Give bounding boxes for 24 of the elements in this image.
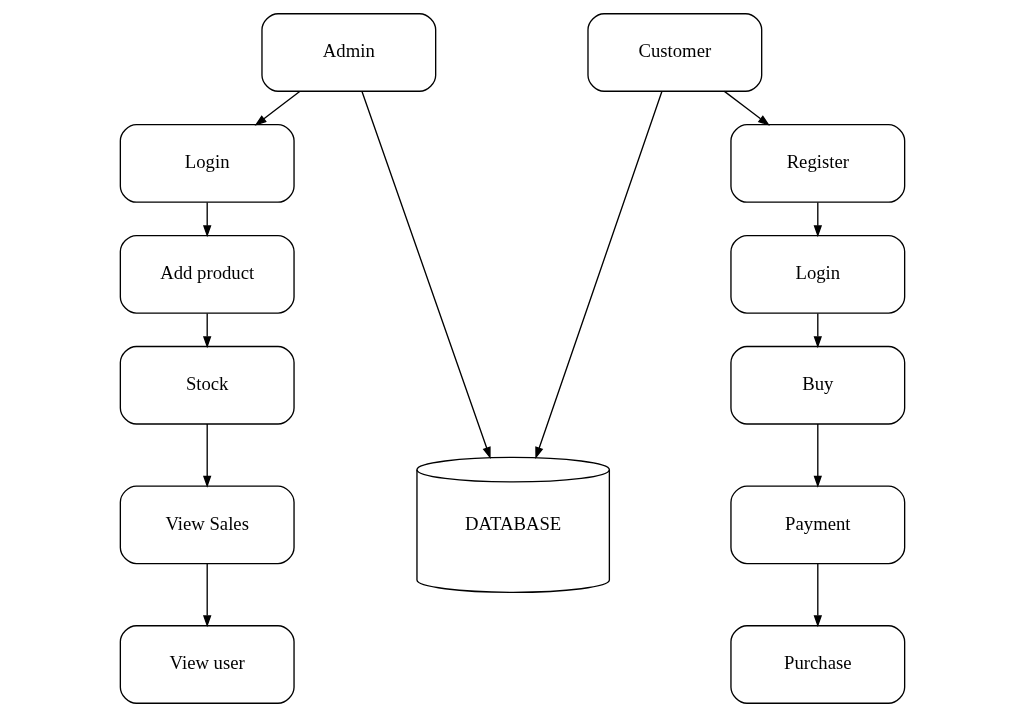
arrow [813,312,823,349]
arrow [202,562,212,628]
arrow [202,201,212,238]
node-box: View user [119,625,295,704]
node-box: Purchase [730,625,906,704]
node-box: Payment [730,485,906,565]
arrow [813,423,823,488]
arrow [813,201,823,238]
arrow [723,90,770,126]
arrow [361,90,491,460]
node-box: Admin [261,13,437,92]
arrow [535,90,663,460]
node-box: Login [730,234,906,314]
node-box: Buy [730,345,906,425]
arrow [202,312,212,349]
node-box: View Sales [119,485,295,565]
arrow [813,562,823,628]
node-box: Add product [119,234,295,314]
node-box: Stock [119,345,295,425]
node-box: Login [119,124,295,203]
arrow [254,90,301,126]
arrow [202,423,212,488]
node-box: Register [730,124,906,203]
node-box: Customer [587,13,763,92]
